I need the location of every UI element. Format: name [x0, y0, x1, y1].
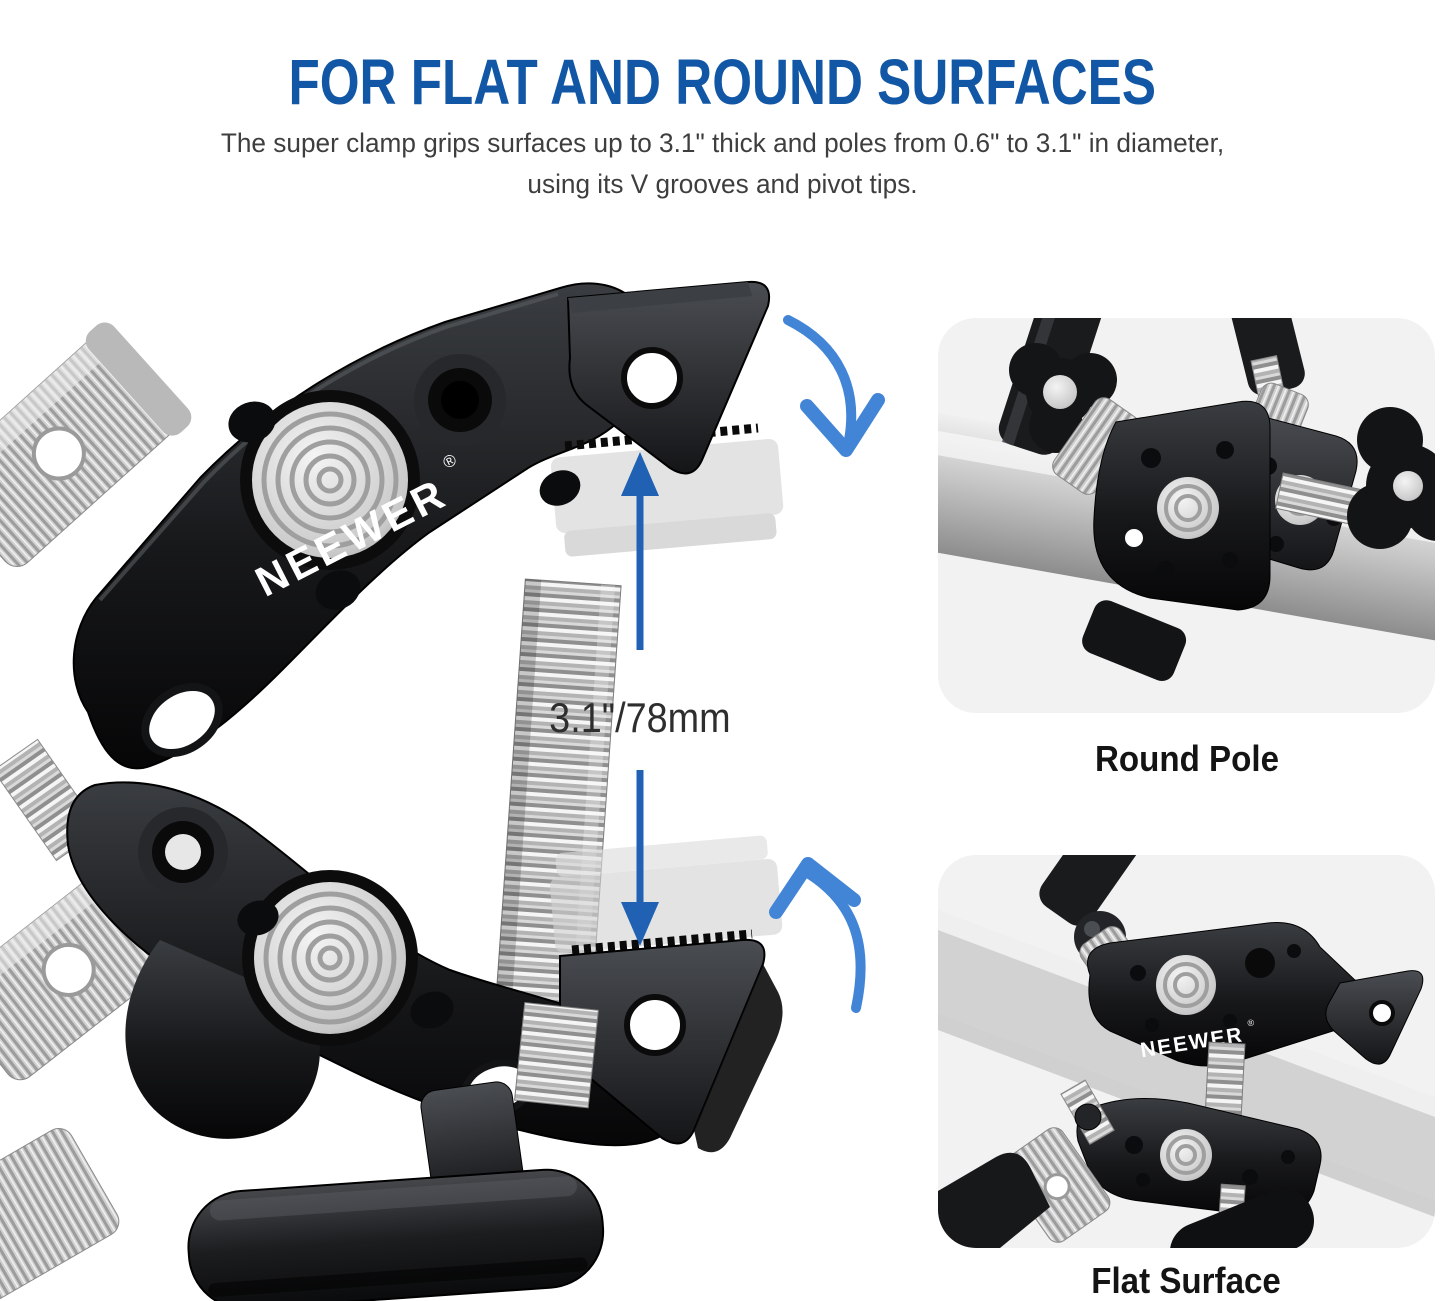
clamp-front-plate [1093, 400, 1271, 611]
hole-lower-b [410, 991, 454, 1029]
inset-upper-tip [1325, 970, 1424, 1065]
main-clamp-figure: NEEWER ® [0, 250, 930, 1301]
screw-tail [513, 1002, 599, 1109]
round-pole-illustration [938, 318, 1435, 681]
inset-lower-jaw [1076, 1098, 1322, 1218]
subtitle-line-2: using its V grooves and pivot tips. [527, 169, 918, 199]
bottom-wedge [1082, 600, 1187, 681]
measurement-label-group: 3.1"/78mm [549, 695, 730, 741]
upper-jaw-edge-highlight [98, 292, 559, 602]
round-pole-caption: Round Pole [1094, 738, 1279, 779]
upper-tip-hole [621, 347, 683, 409]
hole-upper-c [315, 570, 361, 610]
lower-serrated-edge [571, 929, 753, 955]
thread-mount-disc-upper [240, 390, 420, 570]
measurement-arrow [621, 452, 659, 946]
svg-text:®: ® [1247, 1017, 1255, 1028]
hole-upper-b [539, 470, 581, 506]
upper-jaw-tip [566, 280, 770, 475]
main-clamp-illustration: NEEWER ® [0, 280, 885, 1301]
flat-surface-illustration: NEEWER ® [938, 855, 1435, 1248]
knurled-knob-bottom-left [0, 1128, 120, 1301]
ring-hole-lower [138, 807, 228, 897]
measurement-label: 3.1"/78mm [549, 695, 730, 741]
inset-bottom-knob [1169, 1183, 1315, 1248]
ghost-plate-upper [550, 438, 784, 557]
page-subtitle: The super clamp grips surfaces up to 3.1… [0, 123, 1445, 205]
subtitle-line-1: The super clamp grips surfaces up to 3.1… [220, 128, 1225, 158]
thread-mount-disc-lower [242, 870, 418, 1046]
inset-left-bolt [1074, 1103, 1102, 1131]
rotate-down-arrow [783, 315, 885, 457]
ghost-plate-lower [549, 835, 783, 954]
inset-upper-jaw: NEEWER ® [1087, 922, 1370, 1067]
right-knob [1347, 407, 1435, 549]
inset-bottom-arm [938, 1152, 1050, 1248]
inset-round-pole [938, 318, 1435, 713]
knurled-knob-upper-left [0, 322, 192, 567]
lower-tip-hole [624, 994, 686, 1056]
hole-upper-white-oval [141, 682, 223, 758]
top-right-arm [1227, 318, 1305, 396]
ring-hole-upper [414, 354, 506, 446]
hole-upper-a [228, 401, 276, 443]
page-title-text: FOR FLAT AND ROUND SURFACES [288, 45, 1157, 118]
flat-surface-caption: Flat Surface [1091, 1260, 1282, 1301]
hole-lower-a [237, 900, 279, 936]
inset-flat-surface: NEEWER ® [938, 855, 1435, 1248]
page-title: FOR FLAT AND ROUND SURFACES [0, 45, 1445, 119]
rotate-up-arrow [769, 857, 866, 1013]
bottom-knob [187, 1168, 605, 1301]
